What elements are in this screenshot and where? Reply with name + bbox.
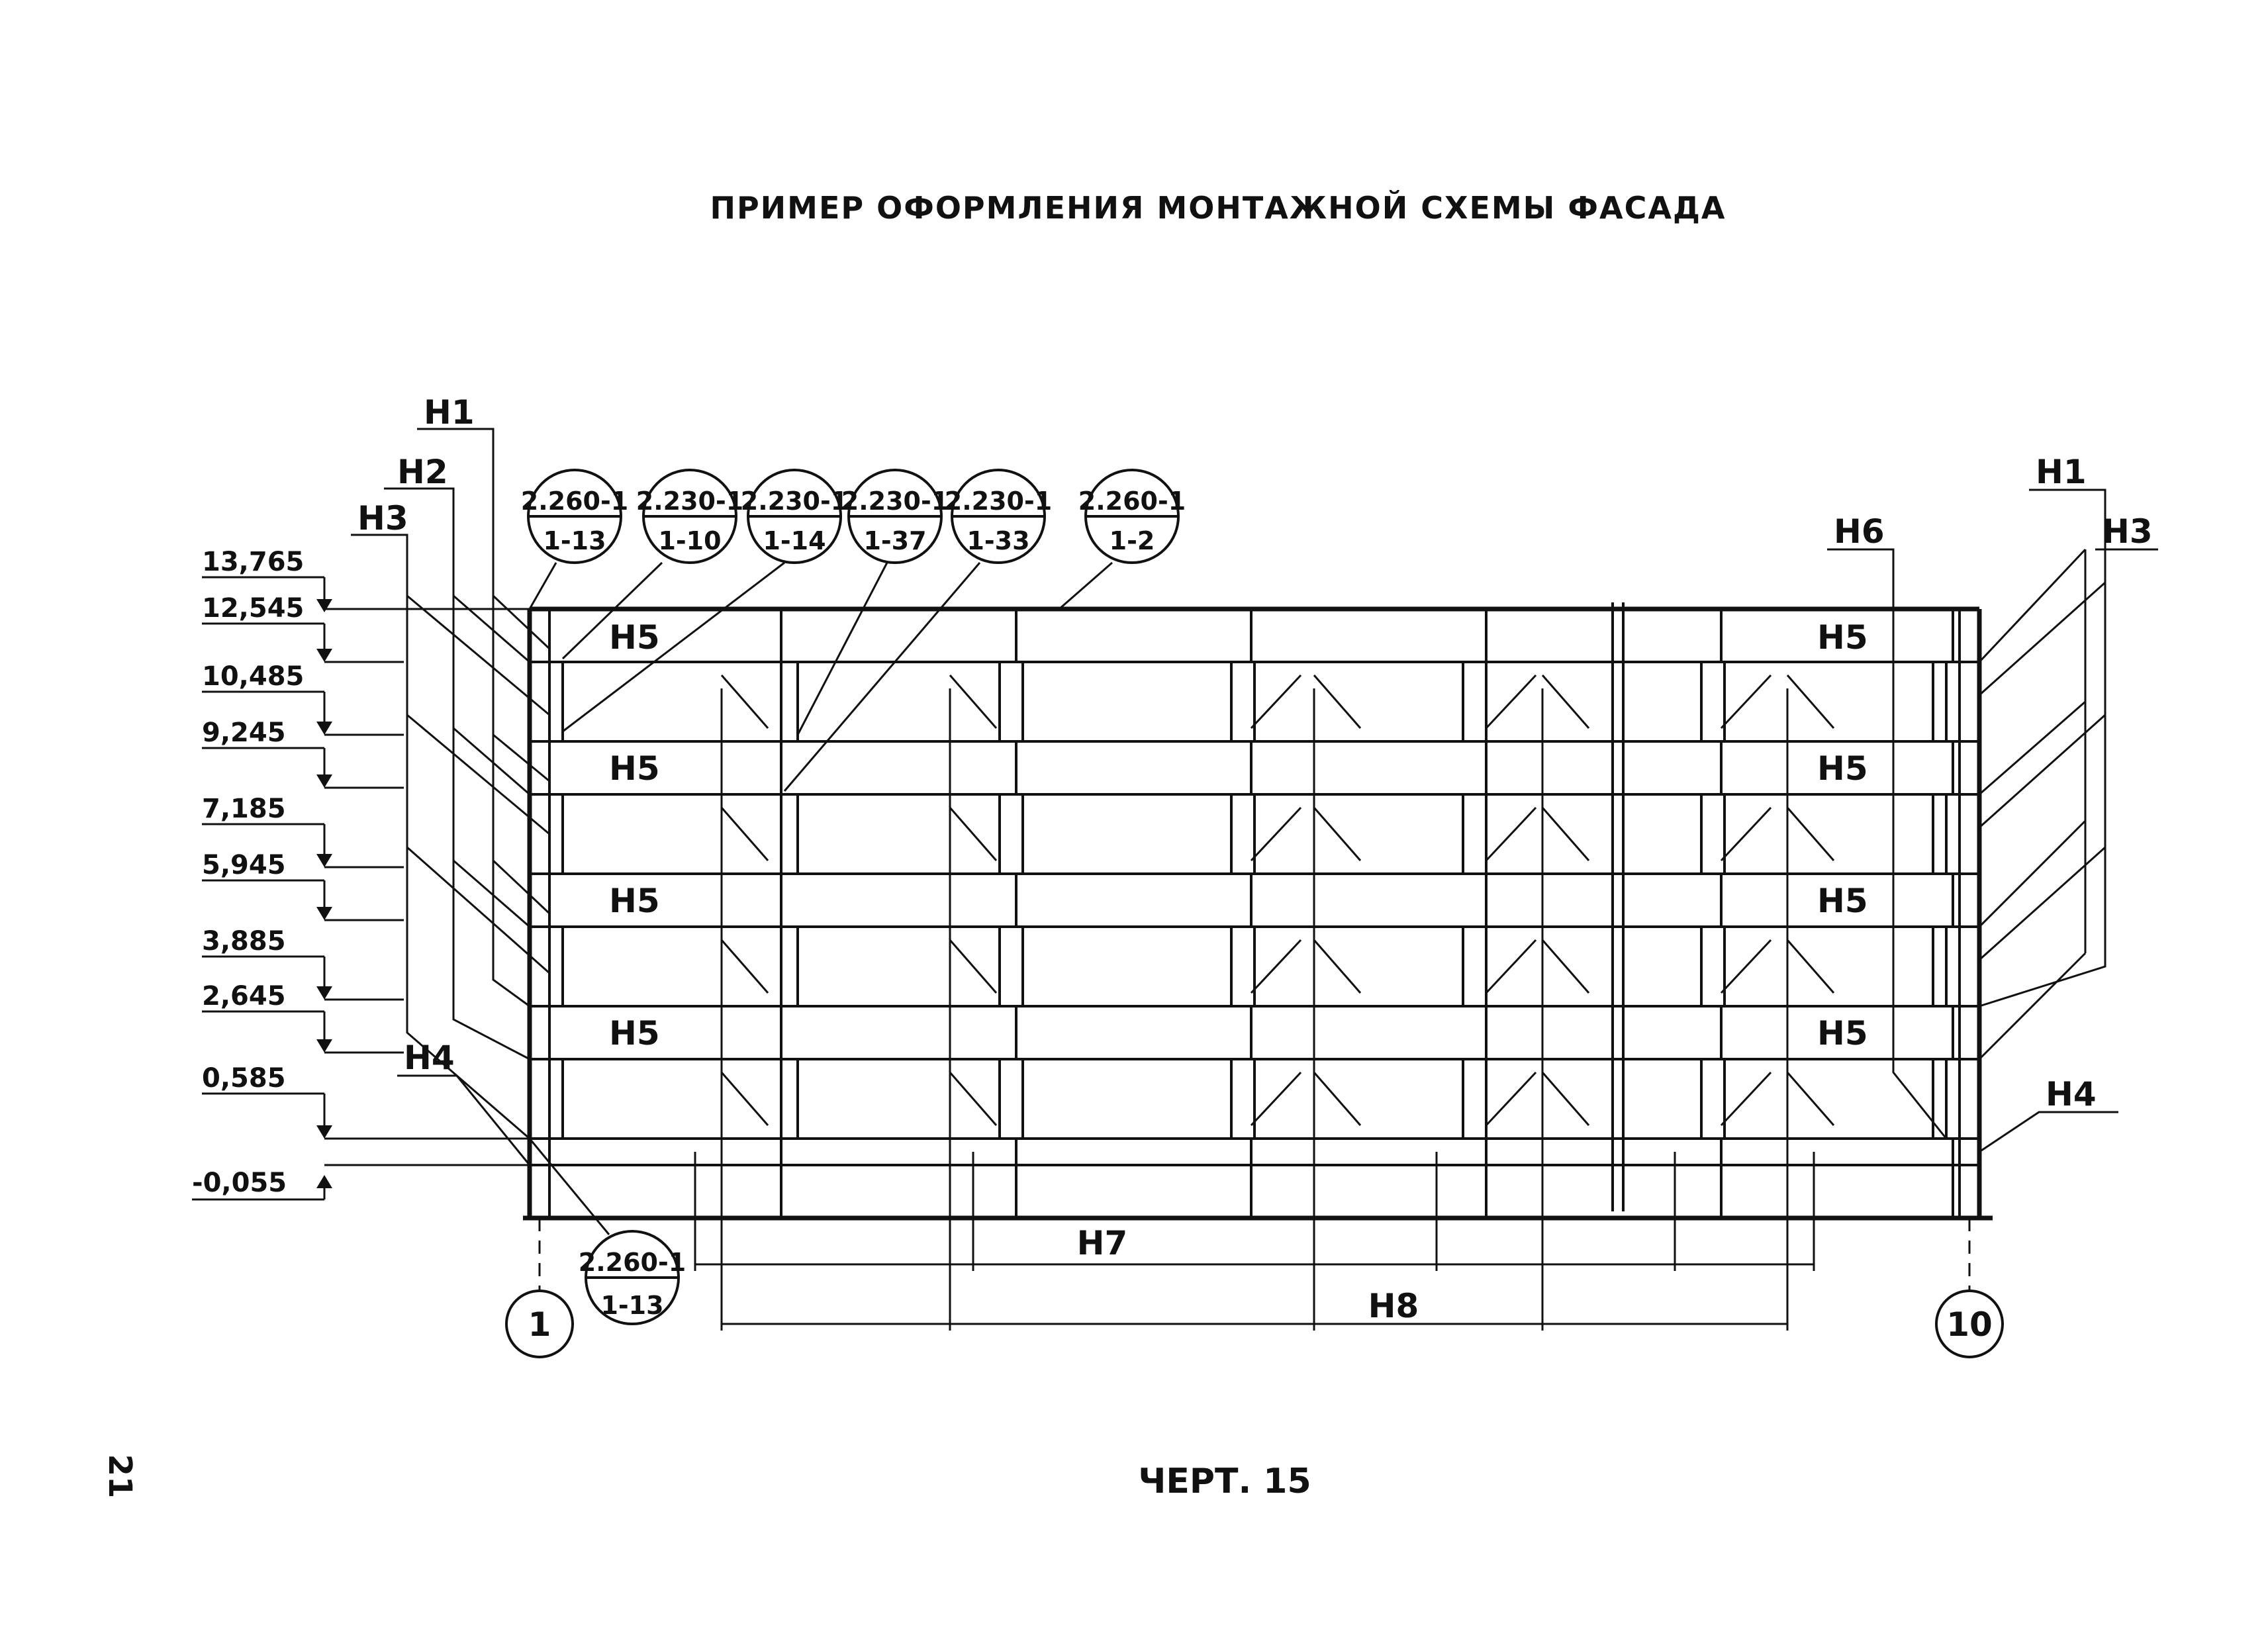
label-h5-row3-left: Н5 bbox=[609, 882, 660, 920]
svg-text:1-14: 1-14 bbox=[763, 526, 826, 555]
svg-text:2.230-1: 2.230-1 bbox=[741, 487, 848, 516]
callout-3: 2.230-1 1-14 bbox=[741, 469, 848, 564]
callout-4: 2.230-1 1-37 bbox=[841, 469, 949, 564]
label-h5-row1-right: Н5 bbox=[1817, 618, 1868, 657]
elevation-3885: 3,885 bbox=[202, 926, 286, 957]
callout-2: 2.230-1 1-10 bbox=[636, 469, 743, 564]
svg-text:2.260-1: 2.260-1 bbox=[521, 487, 628, 516]
axis-1-label: 1 bbox=[528, 1305, 551, 1344]
svg-text:1-2: 1-2 bbox=[1110, 526, 1155, 555]
label-h5-row2-left: Н5 bbox=[609, 749, 660, 788]
callout-6: 2.260-1 1-2 bbox=[1078, 469, 1186, 564]
label-h3-right: Н3 bbox=[2102, 512, 2153, 551]
elevation-2645: 2,645 bbox=[202, 981, 286, 1011]
label-h3-left: Н3 bbox=[357, 499, 408, 538]
svg-text:2.260-1: 2.260-1 bbox=[579, 1248, 686, 1277]
elevation-13765: 13,765 bbox=[202, 547, 304, 577]
elevation-9245: 9,245 bbox=[202, 718, 286, 748]
label-h1-right: Н1 bbox=[2036, 453, 2087, 491]
svg-text:1-37: 1-37 bbox=[863, 526, 926, 555]
elevation-marks: 13,765 12,545 10,485 9,245 7,185 5,945 3… bbox=[192, 547, 530, 1201]
svg-text:2.230-1: 2.230-1 bbox=[841, 487, 949, 516]
label-h2: Н2 bbox=[397, 453, 448, 491]
label-h8: Н8 bbox=[1368, 1287, 1419, 1325]
label-h5-row4-left: Н5 bbox=[609, 1014, 660, 1053]
label-h6: Н6 bbox=[1834, 512, 1885, 551]
elevation-7185: 7,185 bbox=[202, 794, 286, 824]
right-leaders: Н1 Н3 Н6 Н4 bbox=[1827, 453, 2158, 1153]
top-callouts: 2.260-1 1-13 2.230-1 1-10 2.230-1 1-14 2… bbox=[521, 469, 1186, 792]
svg-text:1-10: 1-10 bbox=[658, 526, 721, 555]
svg-text:2.230-1: 2.230-1 bbox=[636, 487, 743, 516]
facade-structure bbox=[523, 602, 1993, 1221]
label-h5-row1-left: Н5 bbox=[609, 618, 660, 657]
elevation-12545: 12,545 bbox=[202, 593, 304, 624]
elevation-10485: 10,485 bbox=[202, 661, 304, 692]
label-h5-row4-right: Н5 bbox=[1817, 1014, 1868, 1053]
svg-text:1-13: 1-13 bbox=[543, 526, 606, 555]
elevation-minus-0055: -0,055 bbox=[192, 1168, 287, 1198]
label-h1-left: Н1 bbox=[424, 393, 475, 432]
label-h7: Н7 bbox=[1077, 1224, 1128, 1262]
label-h4-right: Н4 bbox=[2046, 1075, 2097, 1113]
label-h5-row2-right: Н5 bbox=[1817, 749, 1868, 788]
callout-5: 2.230-1 1-33 bbox=[945, 469, 1052, 564]
label-h5-row3-right: Н5 bbox=[1817, 882, 1868, 920]
figure-caption: ЧЕРТ. 15 bbox=[1138, 1462, 1311, 1501]
svg-text:1-13: 1-13 bbox=[600, 1291, 663, 1320]
callout-1: 2.260-1 1-13 bbox=[521, 469, 628, 564]
page-number: 21 bbox=[101, 1454, 138, 1499]
axis-markers: 1 10 bbox=[505, 1218, 2004, 1358]
left-leaders: Н1 Н2 Н3 Н4 bbox=[351, 393, 551, 1166]
h5-labels: Н5 Н5 Н5 Н5 Н5 Н5 Н5 Н5 bbox=[609, 618, 1868, 1053]
axis-10-label: 10 bbox=[1946, 1305, 1993, 1344]
elevation-5945: 5,945 bbox=[202, 850, 286, 880]
bottom-callout: 2.260-1 1-13 bbox=[528, 1138, 686, 1325]
svg-text:1-33: 1-33 bbox=[967, 526, 1029, 555]
dimension-lines: Н7 Н8 bbox=[694, 688, 1815, 1331]
drawing-title: ПРИМЕР ОФОРМЛЕНИЯ МОНТАЖНОЙ СХЕМЫ ФАСАДА bbox=[710, 190, 1726, 226]
elevation-0585: 0,585 bbox=[202, 1063, 286, 1094]
label-h4-left: Н4 bbox=[404, 1039, 455, 1077]
svg-text:2.230-1: 2.230-1 bbox=[945, 487, 1052, 516]
svg-text:2.260-1: 2.260-1 bbox=[1078, 487, 1186, 516]
